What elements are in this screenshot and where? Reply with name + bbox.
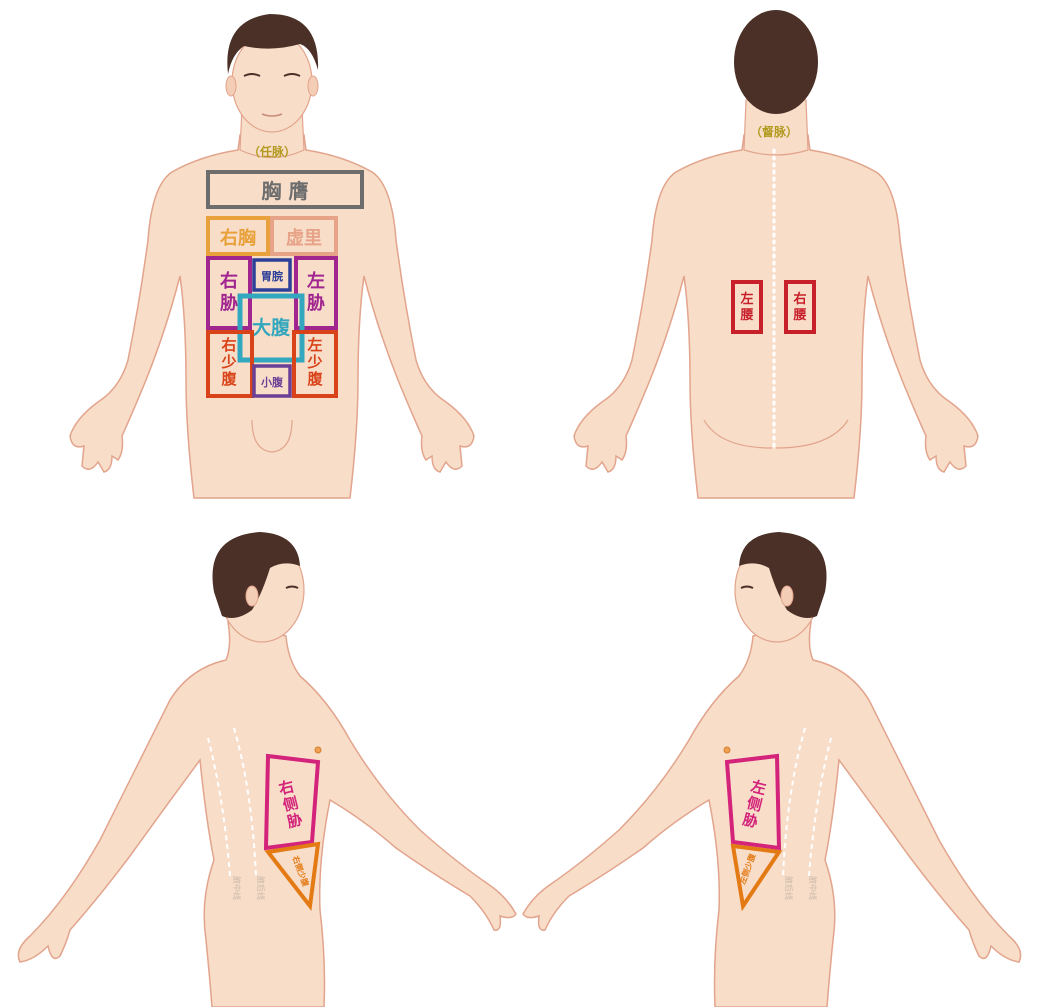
back-view: （督脉） 左腰 右腰 [574,10,978,498]
front-view: （任脉） 胸 膺 右胸 虚里 右胁 左胁 胃脘 大腹 右少腹 左少腹 [70,14,474,498]
xiao-fu-label: 小腹 [260,375,284,389]
left-side-line1-label: 腋中线 [808,876,818,900]
right-side-nipple [315,747,321,753]
back-head [734,10,818,114]
back-body [574,135,978,498]
left-side-line2-label: 腋后线 [784,876,794,900]
you-shao-fu-label: 右少腹 [220,336,237,388]
right-side-ear [246,586,258,606]
da-fu-label: 大腹 [252,316,291,339]
xiong-ying-label: 胸 膺 [262,179,309,203]
front-ear-right [308,76,318,96]
right-side-view: 腋中线 腋后线 右侧胁 右侧少腹 [18,532,516,1007]
left-side-ear [781,586,793,606]
xu-li-label: 虚里 [286,227,322,249]
front-meridian-label: （任脉） [248,144,296,159]
back-meridian-label: （督脉） [750,124,798,139]
you-xiong-label: 右胸 [220,227,256,249]
wei-wan-label: 胃脘 [261,269,283,283]
front-ear-left [226,76,236,96]
left-side-body [523,622,1021,1007]
zuo-shao-fu-label: 左少腹 [306,336,323,388]
right-side-line1-label: 腋中线 [232,876,242,900]
left-side-nipple [724,747,730,753]
left-side-view: 腋中线 腋后线 左侧胁 左侧少腹 [523,532,1021,1007]
right-side-line2-label: 腋后线 [256,876,266,900]
